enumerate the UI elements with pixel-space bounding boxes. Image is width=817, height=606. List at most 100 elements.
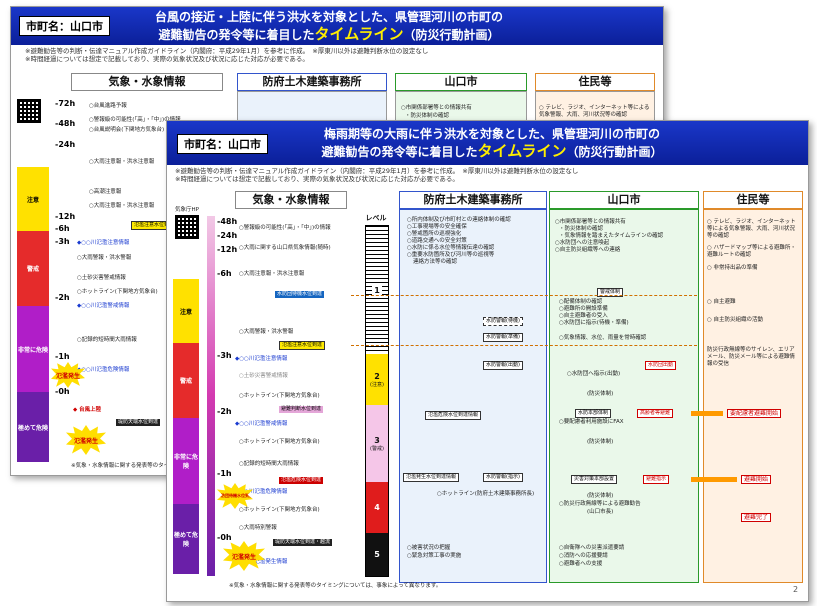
front-level-2: 2 bbox=[374, 371, 380, 381]
front-weather-item: ○警報級の可能性(「高」・「中」)の情報 bbox=[239, 225, 331, 231]
front-doboku-item: ○所内体制及び市町村との連絡体制の確認 bbox=[407, 217, 511, 223]
front-weather-item: ○ホットライン(下関地方気象台) bbox=[239, 393, 320, 399]
front-doboku-evac-info: 氾濫危険水位到達情報 bbox=[425, 411, 482, 420]
front-stage-keikai: 警戒 bbox=[173, 343, 199, 419]
back-flood-burst: 氾濫発生 bbox=[51, 362, 85, 388]
front-city-item: ・気象情報を踏まえたタイムラインの確認 bbox=[559, 233, 664, 239]
front-doboku-item: ○警戒箇所の巡視強化 bbox=[407, 231, 462, 237]
front-time: -6h bbox=[217, 269, 232, 278]
front-weather-item: ○記録的短時間大雨情報 bbox=[239, 461, 299, 467]
back-time: -48h bbox=[55, 119, 76, 128]
front-note-1: ※避難勧告等の判断・伝達マニュアル作成ガイドライン（内閣府：平成29年1月）を参… bbox=[175, 167, 579, 175]
front-time: -24h bbox=[217, 231, 238, 240]
front-city-line: (防災体制) bbox=[587, 439, 614, 445]
front-resident-item: ○ 非常持出品の準備 bbox=[707, 265, 758, 271]
front-level-3-name: (警戒) bbox=[370, 445, 384, 452]
front-weather-item: ○ホットライン(下関地方気象台) bbox=[239, 439, 320, 445]
front-city-bottom: ○消防への応援要請 bbox=[559, 553, 608, 559]
front-weather-item: ○大雨特別警報 bbox=[239, 525, 277, 531]
front-stage-chui: 注意 bbox=[173, 279, 199, 344]
front-qr-label: 気象庁HP bbox=[175, 207, 199, 213]
front-level-5: 5 bbox=[374, 550, 380, 560]
back-stage-hijou: 非常に危険 bbox=[17, 306, 49, 393]
front-title: 梅雨期等の大雨に伴う洪水を対象とした、県管理河川の市町の 避難勧告の発令等に着目… bbox=[321, 127, 663, 160]
front-doboku-danger-info: 氾濫発生水位到達情報 bbox=[403, 473, 460, 482]
front-connector-line bbox=[351, 295, 697, 296]
front-resident-item: ○ テレビ、ラジオ、インターネット等による気象警報、大雨、河川状況等の確認 bbox=[707, 219, 796, 239]
front-tag-caution: 氾濫注意水位到達 bbox=[279, 341, 326, 350]
front-hotline: ○ホットライン(防府土木建築事務所長) bbox=[437, 491, 535, 497]
back-flood-burst-2: 氾濫発生 bbox=[66, 425, 106, 455]
back-city-item: ・防災体制の確認 bbox=[405, 113, 450, 119]
front-doboku-bottom: ○緊急対策工事の実施 bbox=[407, 553, 462, 559]
front-tag-evac-judge: 避難判断水位到達 bbox=[279, 406, 324, 413]
front-city-line: (山口市長) bbox=[587, 509, 614, 515]
back-header: 市町名：山口市 台風の接近・上陸に伴う洪水を対象とした、県管理河川の市町の 避難… bbox=[11, 7, 663, 45]
front-level-1: 1 bbox=[372, 285, 382, 295]
front-level-2-name: (注意) bbox=[370, 381, 384, 388]
front-resident-evac-done: 避難完了 bbox=[741, 513, 772, 522]
front-tag-danger: 氾濫危険水位到達 bbox=[279, 477, 324, 484]
front-qr-code[interactable] bbox=[175, 215, 199, 239]
front-suibou-dispatch: 水防警報(出動) bbox=[483, 361, 523, 370]
back-stage-keikai: 警戒 bbox=[17, 231, 49, 307]
front-flood-info: ◆○○川氾濫注意情報 bbox=[235, 356, 288, 362]
front-city-line: ○水防団に指示(待機・準備) bbox=[559, 320, 629, 326]
back-weather-item: ○大雨警報・洪水警報 bbox=[77, 255, 132, 261]
front-timeline-page[interactable]: 市町名：山口市 梅雨期等の大雨に伴う洪水を対象とした、県管理河川の市町の 避難勧… bbox=[166, 120, 809, 602]
back-flood-info: ◆○○川氾濫警戒情報 bbox=[77, 303, 130, 309]
back-time: -1h bbox=[55, 352, 70, 361]
front-doboku-bottom: ○被害状況の把握 bbox=[407, 545, 451, 551]
front-resident-elderly-start: 要配慮者避難開始 bbox=[727, 409, 782, 418]
front-col-city: 山口市 bbox=[549, 191, 699, 209]
front-note-2: ※時間経過については想定で記載しており、実際の気象状況及び状況に応じた対応が必要… bbox=[175, 175, 459, 183]
back-weather-item: ○土砂災害警戒情報 bbox=[77, 275, 126, 281]
front-flood-info: ◆○○川氾濫危険情報 bbox=[235, 489, 288, 495]
front-city-disaster-hq: 災害対策本部設置 bbox=[571, 475, 618, 484]
front-arrow bbox=[691, 411, 723, 416]
front-time: -0h bbox=[217, 533, 232, 542]
back-qr-code[interactable] bbox=[17, 99, 41, 123]
front-arrow bbox=[691, 477, 737, 482]
front-city-elderly-evac: 高齢者等避難 bbox=[637, 409, 674, 418]
front-weather-item: ○大雨に関する山口県気象情報(随時) bbox=[239, 245, 331, 251]
front-tag-overflow: 堤防天端水位到達・越流 bbox=[273, 539, 333, 546]
front-level-bar: 1 2(注意) 3(警戒) 4 5 bbox=[365, 225, 389, 577]
front-resident-item: ○ 自主避難 bbox=[707, 299, 736, 305]
front-connector-line bbox=[351, 345, 697, 346]
front-suibou-instruct: 水防警報(指示) bbox=[483, 473, 523, 482]
front-city-evac-order: 避難指示 bbox=[643, 475, 670, 484]
front-city-line: ○要配慮者利用施設にFAX bbox=[559, 419, 624, 425]
front-weather-item: ○ホットライン(下関地方気象台) bbox=[239, 507, 320, 513]
back-weather-item: ○台風進路予報 bbox=[89, 103, 127, 109]
front-city-item: ○水防団への注意喚起 bbox=[555, 240, 610, 246]
back-stage-chui: 注意 bbox=[17, 167, 49, 232]
front-city-item: ○市関係部署等との情報共有 bbox=[555, 219, 626, 225]
back-weather-item: ○大雨注意報・洪水注意報 bbox=[89, 203, 155, 209]
back-note-2: ※時間経過については想定で記載しており、実際の気象状況及び状況に応じた対応が必要… bbox=[25, 55, 309, 63]
back-weather-item: ○ホットライン(下関地方気象台) bbox=[77, 289, 158, 295]
front-col-doboku: 防府土木建築事務所 bbox=[399, 191, 547, 209]
back-town-label: 市町名：山口市 bbox=[19, 16, 110, 36]
front-stage-hijou: 非常に危険 bbox=[173, 418, 199, 505]
front-time: -48h bbox=[217, 217, 238, 226]
front-town-label: 市町名：山口市 bbox=[177, 134, 268, 154]
back-time: -3h bbox=[55, 237, 70, 246]
front-city-line: ○気象情報、水位、雨量を常時確認 bbox=[559, 335, 647, 341]
front-time: -12h bbox=[217, 245, 238, 254]
back-city-item: ○市関係部署等との情報共有 bbox=[401, 105, 472, 111]
front-doboku-item: ○道路交通への安全対策 bbox=[407, 238, 467, 244]
front-city-line: ○水防団へ指示(出動) bbox=[567, 371, 621, 377]
front-doboku-item: ○重要水防箇所及び河川等の巡視等 bbox=[407, 252, 495, 258]
front-tag-standby: 水防団待機水位到達 bbox=[275, 291, 325, 298]
front-suibou-standby: 水防警報(待機) bbox=[483, 317, 523, 326]
front-resident-evac-start: 避難開始 bbox=[741, 475, 772, 484]
front-city-line: ○避難所の開設準備 bbox=[559, 306, 608, 312]
front-doboku-item: ○工事現場等の安全確保 bbox=[407, 224, 467, 230]
front-resident-item: ○ ハザードマップ等による避難所・避難ルートの確認 bbox=[707, 245, 796, 258]
front-city-suibou-hq: 水防本部体制 bbox=[575, 409, 612, 418]
front-header: 市町名：山口市 梅雨期等の大雨に伴う洪水を対象とした、県管理河川の市町の 避難勧… bbox=[167, 121, 808, 165]
front-city-alert: 警戒体制 bbox=[597, 288, 624, 297]
front-city-line: ○配備体制の確認 bbox=[559, 299, 603, 305]
back-time: -6h bbox=[55, 224, 70, 233]
